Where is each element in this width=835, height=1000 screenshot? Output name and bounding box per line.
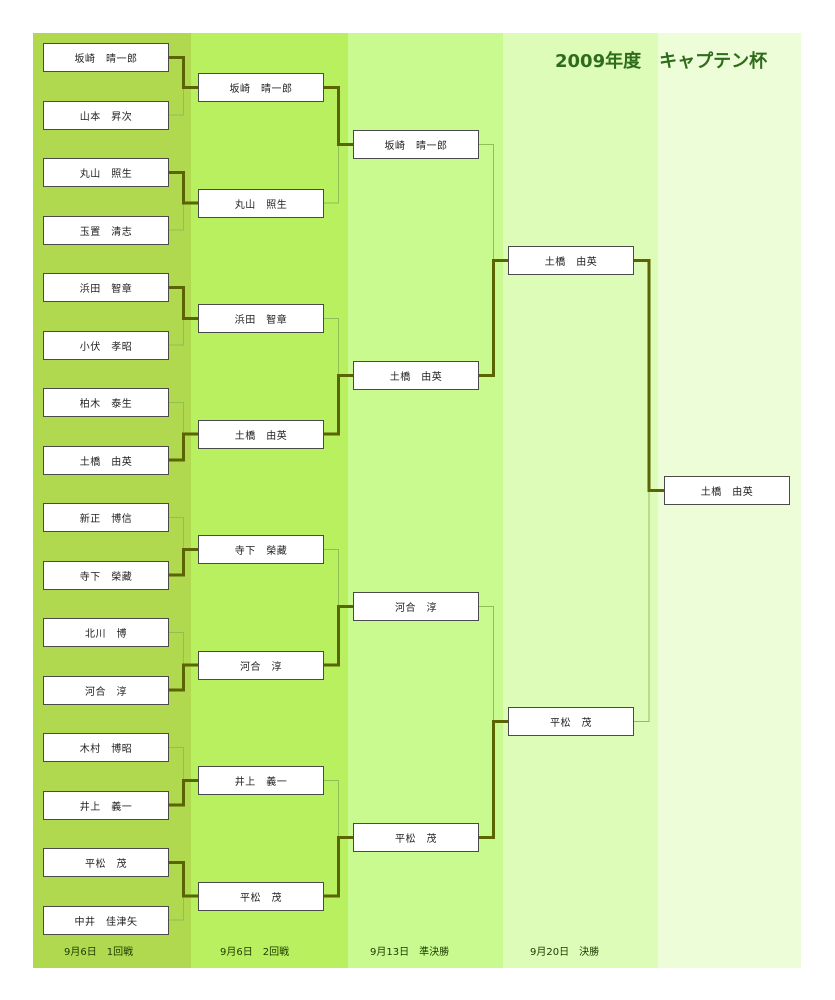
loser-connector-line <box>169 202 198 231</box>
round-2-player-box: 平松 茂 <box>198 881 324 911</box>
loser-connector-line <box>479 606 508 722</box>
round-1-player-box: 柏木 泰生 <box>43 388 169 417</box>
loser-connector-line <box>169 87 198 116</box>
round-1-player-box: 坂崎 晴一郎 <box>43 43 169 72</box>
winner-connector-line <box>169 286 198 320</box>
winner-connector-line <box>479 720 508 839</box>
semifinal-label: 9月13日 準決勝 <box>370 947 450 958</box>
winner-connector-line <box>324 836 353 898</box>
round-2-player-box: 河合 淳 <box>198 650 324 680</box>
loser-connector-line <box>169 632 198 666</box>
winner-connector-line <box>634 259 664 492</box>
final-player-box: 土橋 由英 <box>508 246 634 275</box>
round-1-player-box: 丸山 照生 <box>43 158 169 187</box>
loser-connector-line <box>169 895 198 921</box>
winner-connector-line <box>324 86 353 146</box>
loser-connector-line <box>324 144 353 204</box>
round-1-player-box: 木村 博昭 <box>43 733 169 762</box>
round-2-player-box: 土橋 由英 <box>198 419 324 449</box>
loser-connector-line <box>324 318 353 376</box>
final-player-box: 平松 茂 <box>508 707 634 736</box>
semifinal-player-box: 坂崎 晴一郎 <box>353 130 479 159</box>
winner-connector-line <box>169 779 198 807</box>
round-2-player-box: 寺下 榮藏 <box>198 535 324 564</box>
round-2-player-box: 丸山 照生 <box>198 188 324 218</box>
round-1-player-box: 浜田 智章 <box>43 273 169 302</box>
round-1-player-box: 寺下 榮藏 <box>43 560 169 590</box>
loser-connector-line <box>169 517 198 550</box>
round-1-player-box: 新正 博信 <box>43 503 169 532</box>
loser-connector-line <box>479 144 508 261</box>
round-1-player-box: 土橋 由英 <box>43 445 169 475</box>
loser-connector-line <box>324 780 353 838</box>
round-1-label: 9月6日 1回戦 <box>64 947 134 958</box>
loser-connector-line <box>634 490 664 722</box>
winner-connector-line <box>169 548 198 577</box>
round-1-player-box: 山本 昇次 <box>43 100 169 130</box>
round-1-player-box: 井上 義一 <box>43 790 169 820</box>
final-column <box>503 33 658 968</box>
round-1-player-box: 平松 茂 <box>43 848 169 877</box>
round-1-player-box: 中井 佳津矢 <box>43 905 169 935</box>
final-label: 9月20日 決勝 <box>530 947 600 958</box>
round-1-player-box: 玉置 清志 <box>43 215 169 245</box>
semifinal-player-box: 河合 淳 <box>353 592 479 621</box>
round-1-player-box: 北川 博 <box>43 618 169 647</box>
winner-connector-line <box>169 56 198 89</box>
round-1-player-box: 河合 淳 <box>43 675 169 705</box>
round-2-player-box: 坂崎 晴一郎 <box>198 73 324 102</box>
loser-connector-line <box>169 747 198 781</box>
winner-connector-line <box>169 432 198 462</box>
semifinal-player-box: 土橋 由英 <box>353 361 479 390</box>
winner-connector-line <box>324 605 353 667</box>
loser-connector-line <box>324 549 353 607</box>
loser-connector-line <box>169 402 198 435</box>
champion-player-box: 土橋 由英 <box>664 476 790 505</box>
round-2-player-box: 井上 義一 <box>198 766 324 795</box>
semifinal-column <box>348 33 503 968</box>
tournament-title: 2009年度 キャプテン杯 <box>555 51 768 72</box>
winner-connector-line <box>324 374 353 436</box>
round-2-label: 9月6日 2回戦 <box>220 947 290 958</box>
winner-connector-line <box>479 259 508 377</box>
semifinal-player-box: 平松 茂 <box>353 823 479 852</box>
winner-connector-line <box>169 171 198 205</box>
loser-connector-line <box>169 318 198 346</box>
round-1-player-box: 小伏 孝昭 <box>43 330 169 360</box>
round-2-player-box: 浜田 智章 <box>198 304 324 333</box>
winner-connector-line <box>169 861 198 898</box>
winner-connector-line <box>169 663 198 692</box>
